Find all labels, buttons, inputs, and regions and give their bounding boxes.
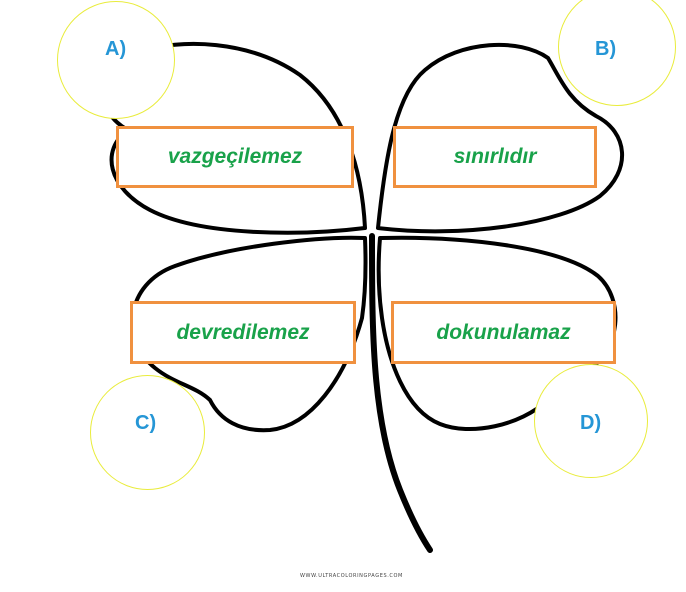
option-label-d: D) [580,412,601,435]
word-box-bottom-right: dokunulamaz [391,301,616,364]
word-bottom-right: dokunulamaz [436,321,570,345]
word-bottom-left: devredilemez [176,321,309,345]
option-label-b: B) [595,38,616,61]
word-box-bottom-left: devredilemez [130,301,356,364]
word-box-top-left: vazgeçilemez [116,126,354,188]
option-label-a: A) [105,38,126,61]
word-box-top-right: sınırlıdır [393,126,597,188]
word-top-left: vazgeçilemez [168,145,302,169]
option-label-c: C) [135,412,156,435]
watermark-text: WWW.ULTRACOLORINGPAGES.COM [300,573,403,579]
word-top-right: sınırlıdır [454,145,537,169]
